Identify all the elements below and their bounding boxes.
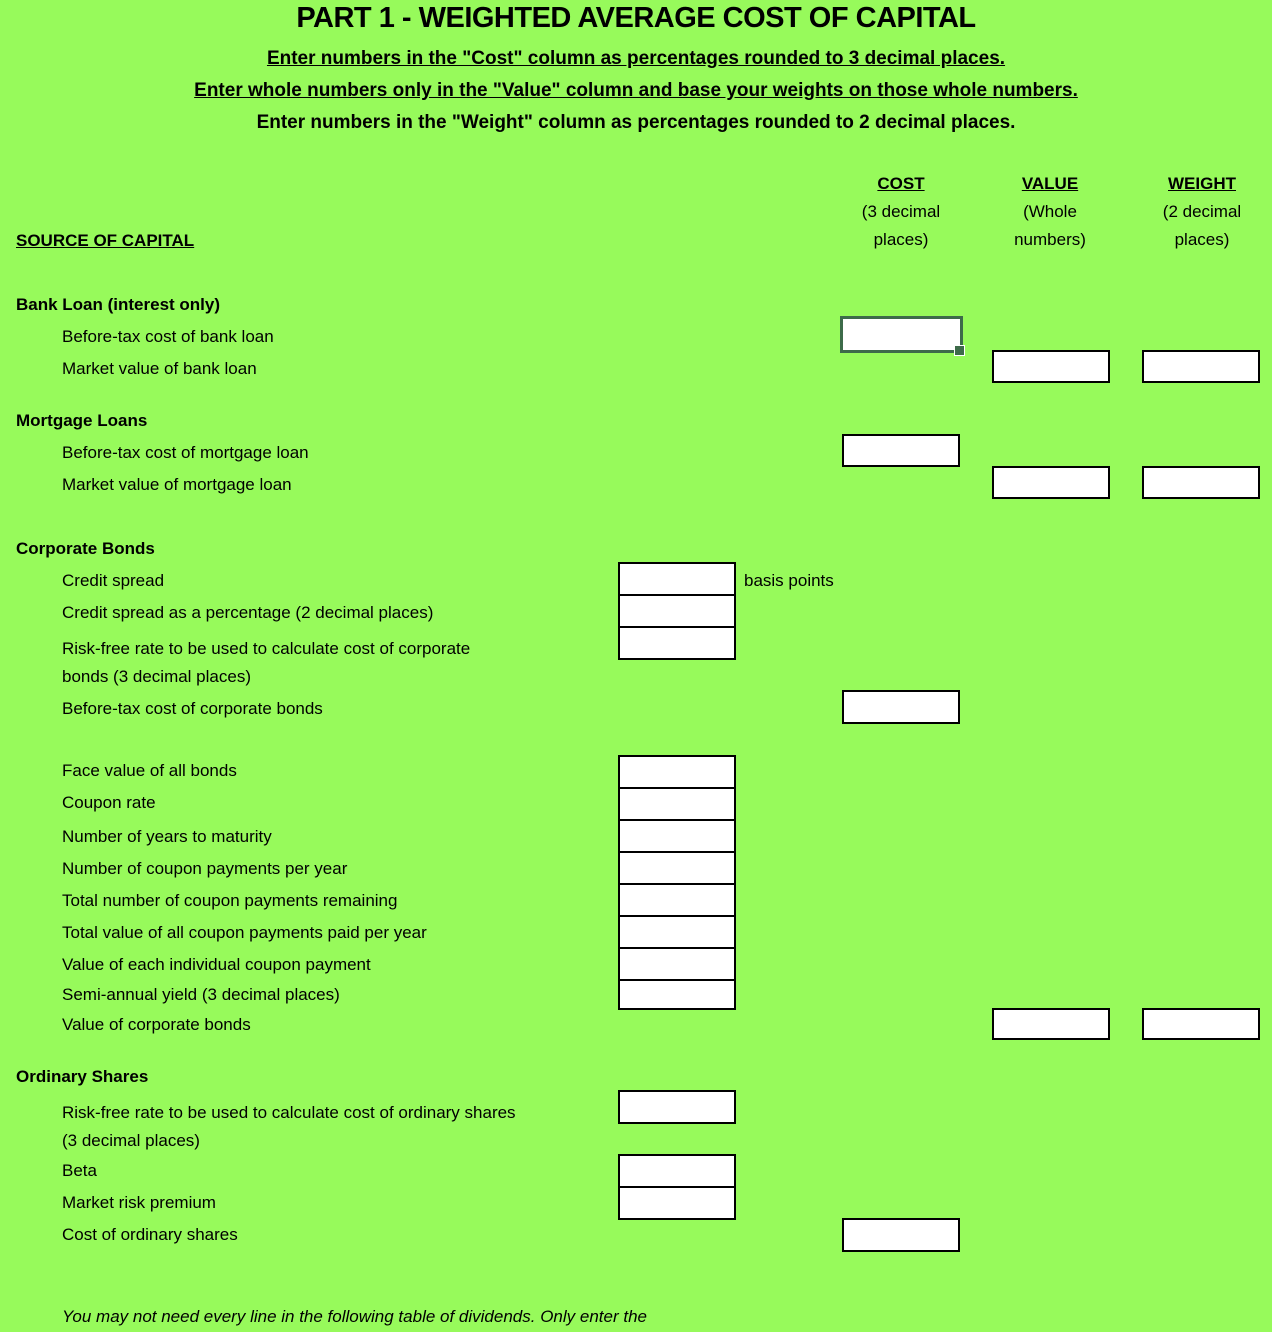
market-risk-premium-input[interactable] bbox=[618, 1186, 736, 1220]
bank-cost-input[interactable] bbox=[840, 316, 963, 353]
years-to-maturity-label: Number of years to maturity bbox=[62, 827, 272, 846]
share-riskfree-label-cont: (3 decimal places) bbox=[62, 1131, 200, 1150]
instruction-value: Enter whole numbers only in the "Value" … bbox=[194, 80, 1078, 101]
instruction-weight: Enter numbers in the "Weight" column as … bbox=[256, 112, 1016, 133]
mortgage-cost-label: Before-tax cost of mortgage loan bbox=[62, 443, 309, 462]
mortgage-title: Mortgage Loans bbox=[16, 411, 148, 430]
bond-weight-input[interactable] bbox=[1142, 1008, 1260, 1040]
payments-per-year-label: Number of coupon payments per year bbox=[62, 859, 348, 878]
coupon-total-label: Total value of all coupon payments paid … bbox=[62, 923, 427, 942]
bank-weight-input[interactable] bbox=[1142, 350, 1260, 383]
bond-riskfree-label: Risk-free rate to be used to calculate c… bbox=[62, 639, 471, 658]
basis-points-unit: basis points bbox=[744, 571, 834, 590]
semiannual-yield-input[interactable] bbox=[618, 979, 736, 1010]
bank-loan-title: Bank Loan (interest only) bbox=[16, 295, 221, 314]
share-riskfree-input[interactable] bbox=[618, 1090, 736, 1124]
credit-spread-pct-label: Credit spread as a percentage (2 decimal… bbox=[62, 603, 434, 622]
fill-handle[interactable] bbox=[954, 345, 965, 356]
credit-spread-label: Credit spread bbox=[62, 571, 165, 590]
years-to-maturity-input[interactable] bbox=[618, 819, 736, 853]
bond-cost-input[interactable] bbox=[842, 690, 960, 724]
beta-input[interactable] bbox=[618, 1154, 736, 1188]
semiannual-yield-label: Semi-annual yield (3 decimal places) bbox=[62, 985, 340, 1004]
coupon-rate-input[interactable] bbox=[618, 787, 736, 821]
value-column-header: VALUE (Whole numbers) bbox=[1014, 174, 1086, 249]
share-riskfree-label: Risk-free rate to be used to calculate c… bbox=[62, 1103, 516, 1122]
cost-column-header: COST (3 decimal places) bbox=[861, 174, 941, 249]
dividends-note: You may not need every line in the follo… bbox=[62, 1307, 647, 1326]
instruction-cost: Enter numbers in the "Cost" column as pe… bbox=[266, 48, 1006, 69]
bank-cost-label: Before-tax cost of bank loan bbox=[62, 327, 274, 346]
payments-remaining-input[interactable] bbox=[618, 883, 736, 917]
bank-value-label: Market value of bank loan bbox=[62, 359, 257, 378]
bond-riskfree-label-cont: bonds (3 decimal places) bbox=[62, 667, 251, 686]
credit-spread-pct-input[interactable] bbox=[618, 594, 736, 628]
bond-value-label: Value of corporate bonds bbox=[62, 1015, 251, 1034]
share-cost-input[interactable] bbox=[842, 1218, 960, 1252]
credit-spread-input[interactable] bbox=[618, 562, 736, 596]
page-title: PART 1 - WEIGHTED AVERAGE COST OF CAPITA… bbox=[296, 2, 976, 34]
mortgage-weight-input[interactable] bbox=[1142, 466, 1260, 499]
face-value-input[interactable] bbox=[618, 755, 736, 789]
weight-column-header: WEIGHT (2 decimal places) bbox=[1162, 174, 1242, 249]
bond-riskfree-input[interactable] bbox=[618, 626, 736, 660]
payments-per-year-input[interactable] bbox=[618, 851, 736, 885]
coupon-each-label: Value of each individual coupon payment bbox=[62, 955, 371, 974]
source-of-capital-header: SOURCE OF CAPITAL bbox=[16, 231, 195, 250]
mortgage-value-input[interactable] bbox=[992, 466, 1110, 499]
coupon-rate-label: Coupon rate bbox=[62, 793, 156, 812]
face-value-label: Face value of all bonds bbox=[62, 761, 237, 780]
mortgage-value-label: Market value of mortgage loan bbox=[62, 475, 292, 494]
share-cost-label: Cost of ordinary shares bbox=[62, 1225, 238, 1244]
beta-label: Beta bbox=[62, 1161, 97, 1180]
shares-title: Ordinary Shares bbox=[16, 1067, 149, 1086]
bond-value-input[interactable] bbox=[992, 1008, 1110, 1040]
bond-cost-label: Before-tax cost of corporate bonds bbox=[62, 699, 323, 718]
payments-remaining-label: Total number of coupon payments remainin… bbox=[62, 891, 398, 910]
bonds-title: Corporate Bonds bbox=[16, 539, 155, 558]
market-risk-premium-label: Market risk premium bbox=[62, 1193, 216, 1212]
bank-value-input[interactable] bbox=[992, 350, 1110, 383]
coupon-total-input[interactable] bbox=[618, 915, 736, 949]
coupon-each-input[interactable] bbox=[618, 947, 736, 981]
mortgage-cost-input[interactable] bbox=[842, 434, 960, 467]
